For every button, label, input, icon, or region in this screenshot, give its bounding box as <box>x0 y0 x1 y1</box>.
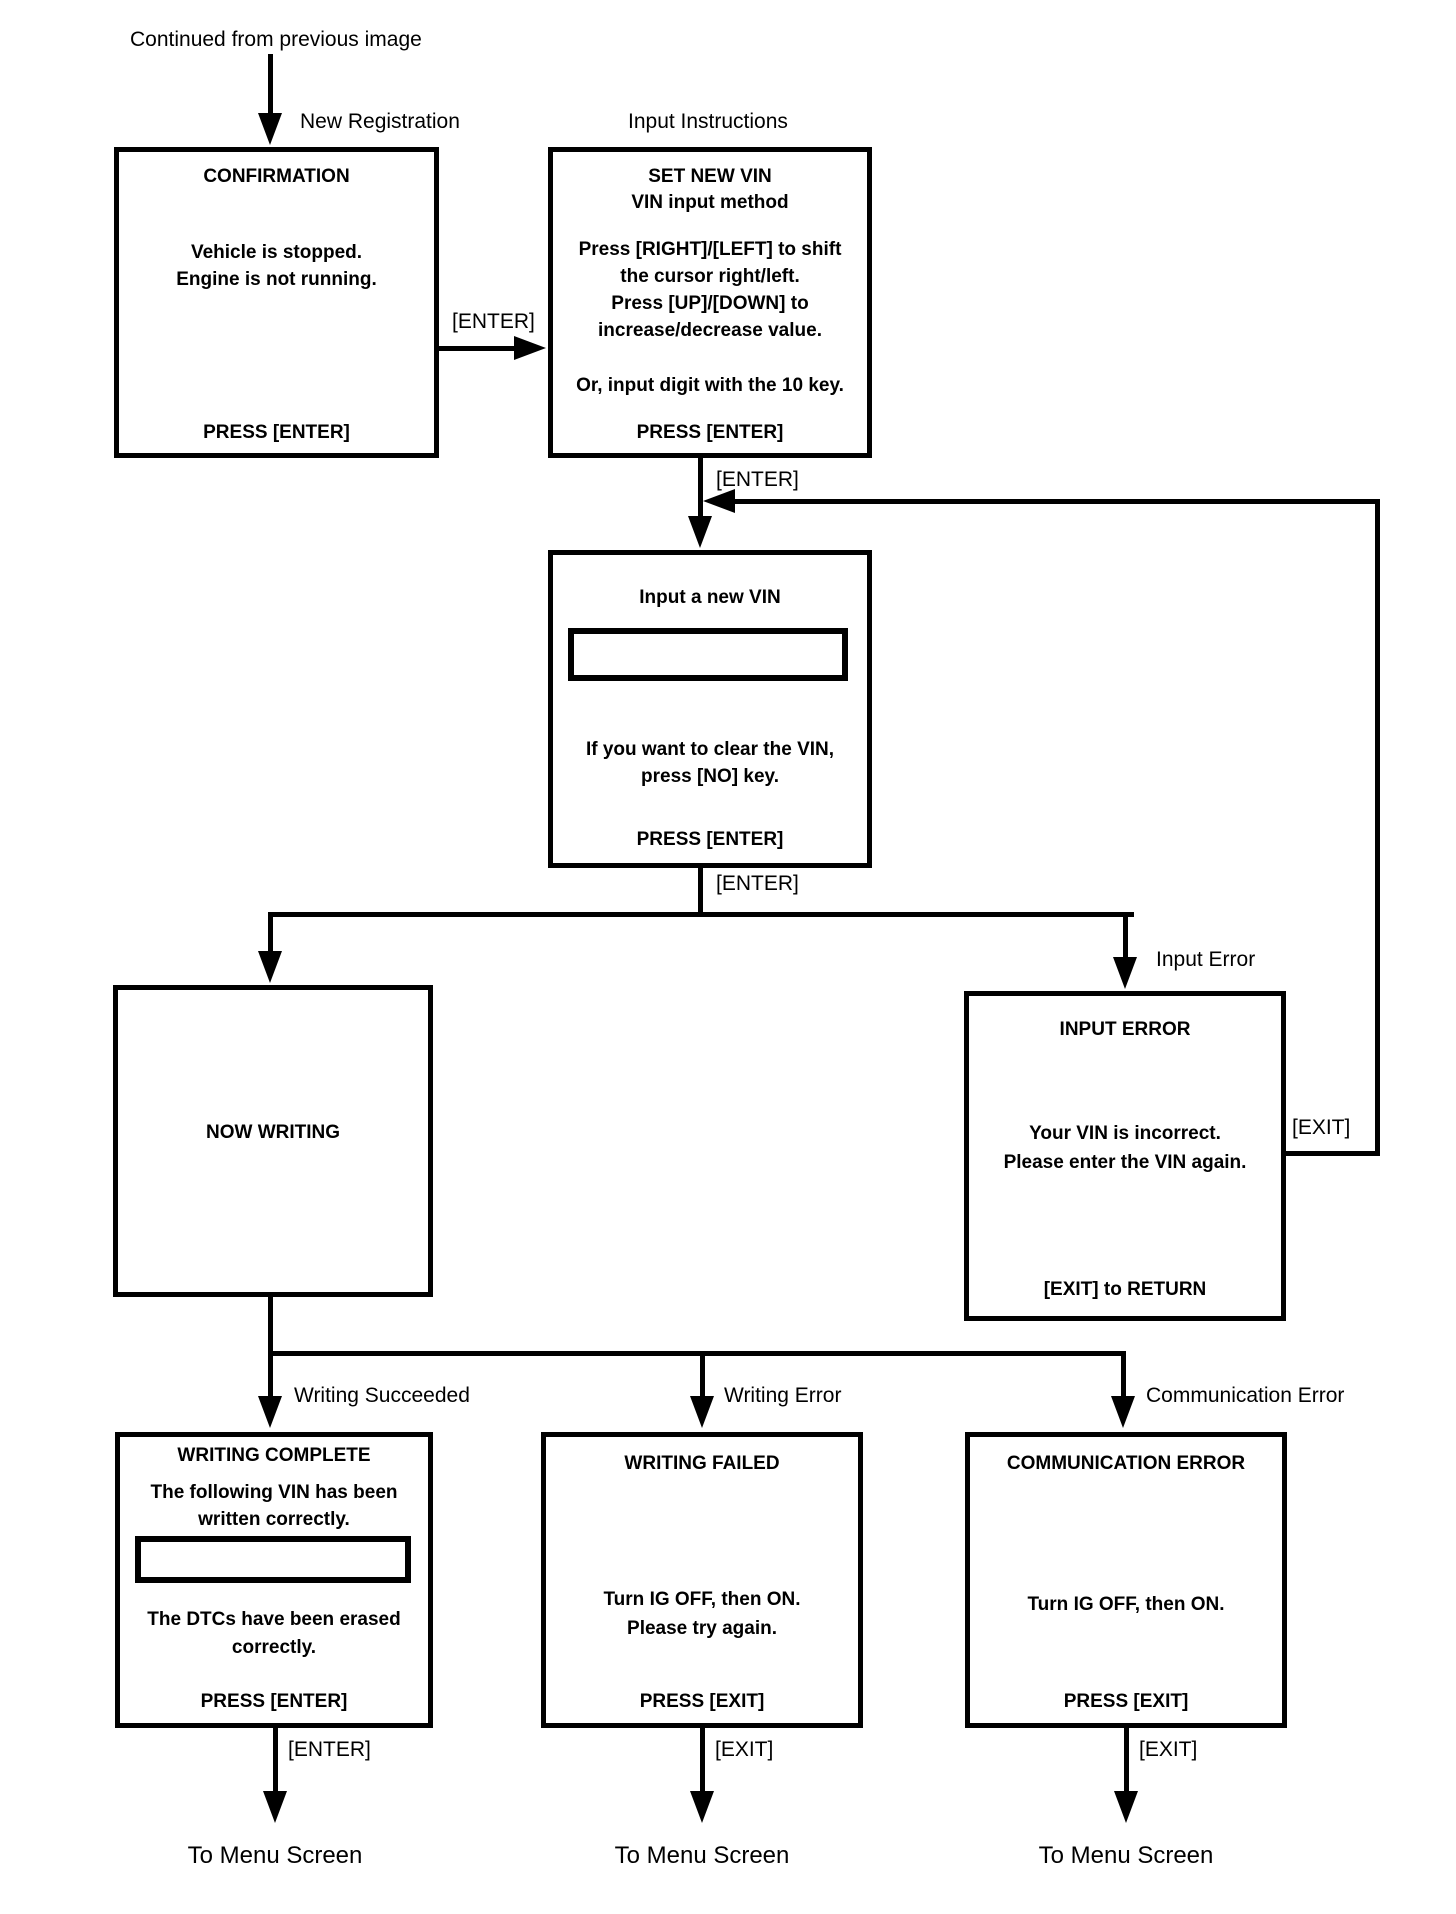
entry-connector-line <box>268 54 273 118</box>
node-set-new-vin-footer: PRESS [ENTER] <box>636 422 784 443</box>
node-set-new-vin-line1: Press [RIGHT]/[LEFT] to shift <box>578 239 842 260</box>
node-input-error-title: INPUT ERROR <box>1059 1019 1191 1040</box>
node-writing-failed-line2: Please try again. <box>627 1618 777 1639</box>
node-input-new-vin-line2: press [NO] key. <box>641 766 779 787</box>
entry-arrowhead-icon <box>258 113 282 145</box>
label-writing-error: Writing Error <box>724 1384 842 1407</box>
node-confirmation-footer: PRESS [ENTER] <box>203 422 350 443</box>
node-set-new-vin-line2: the cursor right/left. <box>620 266 800 287</box>
continued-note: Continued from previous image <box>130 28 422 51</box>
node-input-error: INPUT ERROR Your VIN is incorrect. Pleas… <box>964 991 1286 1321</box>
label-new-registration: New Registration <box>300 110 460 133</box>
node-set-new-vin-line4: increase/decrease value. <box>598 320 822 341</box>
branch2-left-arrowhead-icon <box>258 1396 282 1428</box>
node-writing-failed: WRITING FAILED Turn IG OFF, then ON. Ple… <box>541 1432 863 1728</box>
branch2-mid-arrowhead-icon <box>690 1396 714 1428</box>
edge-label-exit-b: [EXIT] <box>715 1738 774 1761</box>
edge-exit-loop-line <box>1286 1151 1380 1156</box>
vin-input-field <box>568 628 848 681</box>
edge-set-to-input-arrowhead-icon <box>688 516 712 548</box>
node-writing-complete-line1: The following VIN has been <box>150 1482 398 1503</box>
edge-set-to-input-line <box>698 458 703 522</box>
node-set-new-vin-subtitle: VIN input method <box>631 192 789 213</box>
branch2-mid-drop-line <box>700 1351 705 1400</box>
exit2-line <box>700 1728 705 1796</box>
return-loop-right-line <box>1375 499 1380 1156</box>
branch2-right-drop-line <box>1121 1351 1126 1400</box>
edge-label-exit-loop: [EXIT] <box>1292 1116 1351 1139</box>
edge-label-exit-c: [EXIT] <box>1139 1738 1198 1761</box>
node-now-writing-title: NOW WRITING <box>205 1122 341 1143</box>
node-set-new-vin-title: SET NEW VIN <box>648 166 772 187</box>
node-input-new-vin-line1: If you want to clear the VIN, <box>585 739 835 760</box>
edge-writing-to-branch-line <box>268 1297 273 1356</box>
branch1-right-drop-line <box>1123 912 1128 959</box>
label-communication-error: Communication Error <box>1146 1384 1345 1407</box>
node-communication-error-footer: PRESS [EXIT] <box>1063 1691 1189 1712</box>
branch2-line <box>268 1351 1126 1356</box>
exit1-line <box>273 1728 278 1796</box>
node-writing-failed-footer: PRESS [EXIT] <box>639 1691 765 1712</box>
terminal-menu-1: To Menu Screen <box>187 1842 363 1869</box>
node-input-error-line1: Your VIN is incorrect. <box>1029 1123 1221 1144</box>
label-input-instructions: Input Instructions <box>628 110 788 133</box>
node-communication-error: COMMUNICATION ERROR Turn IG OFF, then ON… <box>965 1432 1287 1728</box>
return-loop-arrowhead-icon <box>703 489 735 513</box>
terminal-menu-2: To Menu Screen <box>614 1842 790 1869</box>
node-set-new-vin: SET NEW VIN VIN input method Press [RIGH… <box>548 147 872 458</box>
exit2-arrowhead-icon <box>690 1791 714 1823</box>
node-input-new-vin: Input a new VIN If you want to clear the… <box>548 550 872 868</box>
node-set-new-vin-line5: Or, input digit with the 10 key. <box>576 375 844 396</box>
vin-result-field <box>135 1536 411 1583</box>
exit1-arrowhead-icon <box>263 1791 287 1823</box>
edge-label-enter-2: [ENTER] <box>716 468 799 491</box>
edge-label-enter-1: [ENTER] <box>452 310 535 333</box>
node-confirmation-title: CONFIRMATION <box>203 166 350 187</box>
branch1-right-arrowhead-icon <box>1113 957 1137 989</box>
branch1-left-arrowhead-icon <box>258 951 282 983</box>
node-confirmation-line1: Vehicle is stopped. <box>190 242 363 263</box>
node-communication-error-line1: Turn IG OFF, then ON. <box>1027 1594 1225 1615</box>
node-writing-complete-title: WRITING COMPLETE <box>177 1445 371 1466</box>
label-writing-succeeded: Writing Succeeded <box>294 1384 470 1407</box>
branch2-right-arrowhead-icon <box>1111 1396 1135 1428</box>
node-input-new-vin-footer: PRESS [ENTER] <box>636 829 784 850</box>
node-writing-complete-line2: written correctly. <box>198 1509 350 1530</box>
node-writing-failed-line1: Turn IG OFF, then ON. <box>603 1589 801 1610</box>
edge-input-to-branch-line <box>698 868 703 917</box>
node-communication-error-title: COMMUNICATION ERROR <box>1006 1453 1246 1474</box>
node-confirmation-line2: Engine is not running. <box>176 269 377 290</box>
node-writing-failed-title: WRITING FAILED <box>624 1453 780 1474</box>
terminal-menu-3: To Menu Screen <box>1038 1842 1214 1869</box>
node-set-new-vin-line3: Press [UP]/[DOWN] to <box>611 293 809 314</box>
edge-confirm-to-set-line <box>439 346 519 351</box>
branch1-left-drop-line <box>268 912 273 955</box>
branch2-left-drop-line <box>268 1351 273 1400</box>
exit3-line <box>1124 1728 1129 1796</box>
node-now-writing: NOW WRITING <box>113 985 433 1297</box>
branch1-line <box>268 912 1134 917</box>
return-loop-top-line <box>712 499 1380 504</box>
node-input-error-line2: Please enter the VIN again. <box>1003 1152 1247 1173</box>
node-writing-complete-footer: PRESS [ENTER] <box>200 1691 348 1712</box>
edge-confirm-to-set-arrowhead-icon <box>514 336 546 360</box>
node-writing-complete-line4: correctly. <box>231 1637 317 1658</box>
edge-label-enter-4: [ENTER] <box>288 1738 371 1761</box>
node-input-error-footer: [EXIT] to RETURN <box>1043 1279 1207 1300</box>
label-input-error: Input Error <box>1156 948 1256 971</box>
node-input-new-vin-title: Input a new VIN <box>639 587 781 608</box>
edge-label-enter-3: [ENTER] <box>716 872 799 895</box>
exit3-arrowhead-icon <box>1114 1791 1138 1823</box>
node-confirmation: CONFIRMATION Vehicle is stopped. Engine … <box>114 147 439 458</box>
node-writing-complete: WRITING COMPLETE The following VIN has b… <box>115 1432 433 1728</box>
node-writing-complete-line3: The DTCs have been erased <box>147 1609 401 1630</box>
